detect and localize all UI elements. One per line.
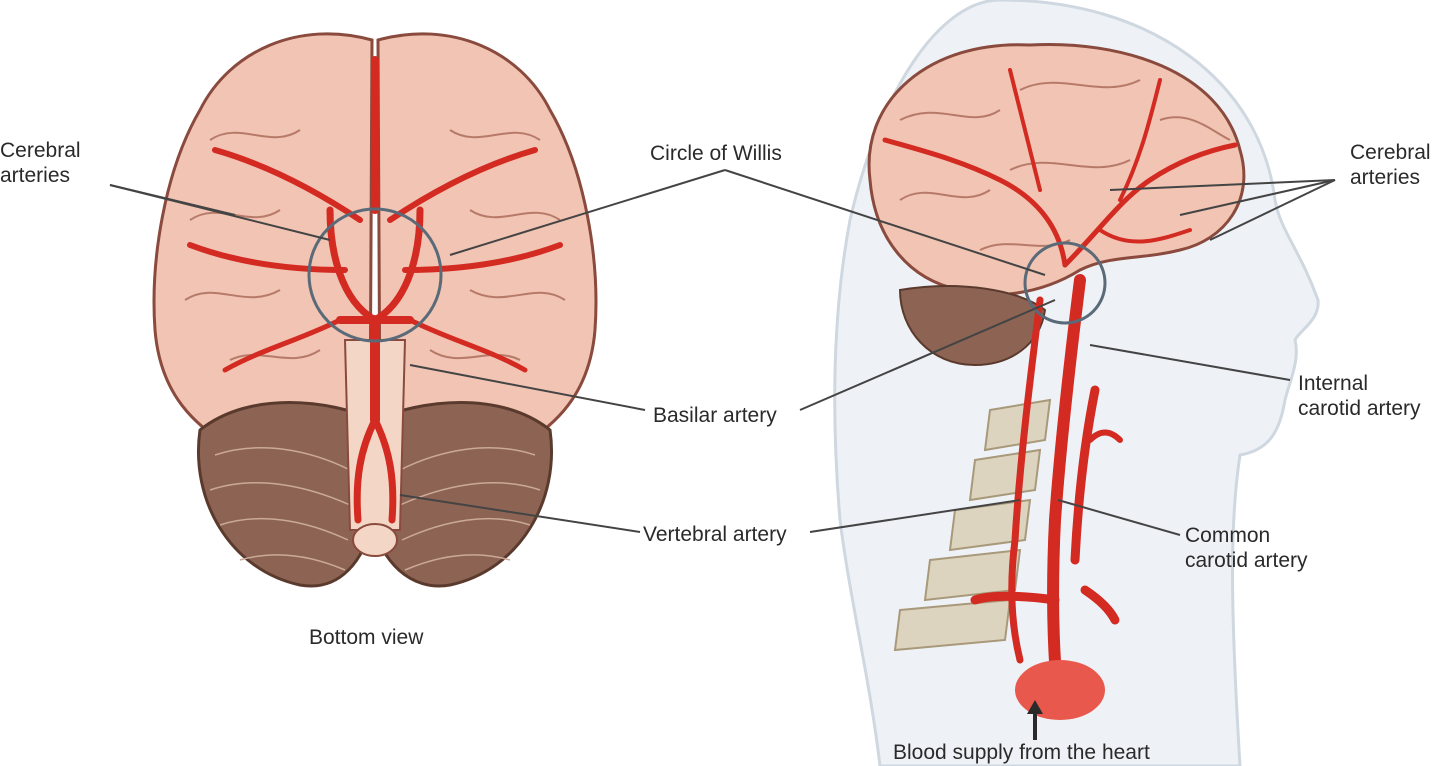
blood-flow-arrow-icon xyxy=(1027,700,1043,740)
common-carotid-line2: carotid artery xyxy=(1185,549,1308,572)
cerebral-arteries-right-line1: Cerebral xyxy=(1350,141,1431,164)
bottom-view-caption: Bottom view xyxy=(309,626,424,649)
side-view-head xyxy=(833,0,1320,766)
internal-carotid-line2: carotid artery xyxy=(1298,397,1421,420)
vertebral-artery-label: Vertebral artery xyxy=(643,523,787,546)
leader-lines xyxy=(109,169,1336,536)
neck-arteries xyxy=(970,274,1123,706)
common-carotid-artery-label: Common carotid artery xyxy=(1185,523,1308,573)
cerebral-arteries-left-line1: Cerebral xyxy=(0,139,81,162)
cerebral-arteries-left-line2: arteries xyxy=(0,164,71,187)
circle-of-willis-label: Circle of Willis xyxy=(650,142,782,165)
right-hemisphere xyxy=(376,32,598,442)
side-cerebral-arteries xyxy=(882,68,1238,268)
blood-supply-caption: Blood supply from the heart xyxy=(893,741,1150,764)
spinal-cord-end xyxy=(352,523,398,557)
circle-of-willis-right-marker xyxy=(1023,241,1107,325)
cerebral-arteries-right-line2: arteries xyxy=(1350,166,1421,189)
side-cerebellum xyxy=(898,285,1047,367)
cerebellum-folia xyxy=(209,447,541,571)
internal-carotid-artery-label: Internal carotid artery xyxy=(1298,371,1421,421)
side-gyri-lines xyxy=(899,79,1231,251)
left-hemisphere xyxy=(152,32,374,442)
cerebral-arteries-left-label: Cerebral arteries xyxy=(0,138,81,188)
common-carotid-line1: Common xyxy=(1185,524,1271,547)
bottom-view-brain xyxy=(152,32,598,588)
circle-of-willis-left-marker xyxy=(307,207,443,343)
bottom-view-arteries xyxy=(187,56,563,524)
internal-carotid-line1: Internal xyxy=(1298,372,1369,395)
cerebral-arteries-right-label: Cerebral arteries xyxy=(1350,140,1431,190)
aortic-arch xyxy=(1015,660,1105,720)
basilar-artery-label: Basilar artery xyxy=(653,404,777,427)
